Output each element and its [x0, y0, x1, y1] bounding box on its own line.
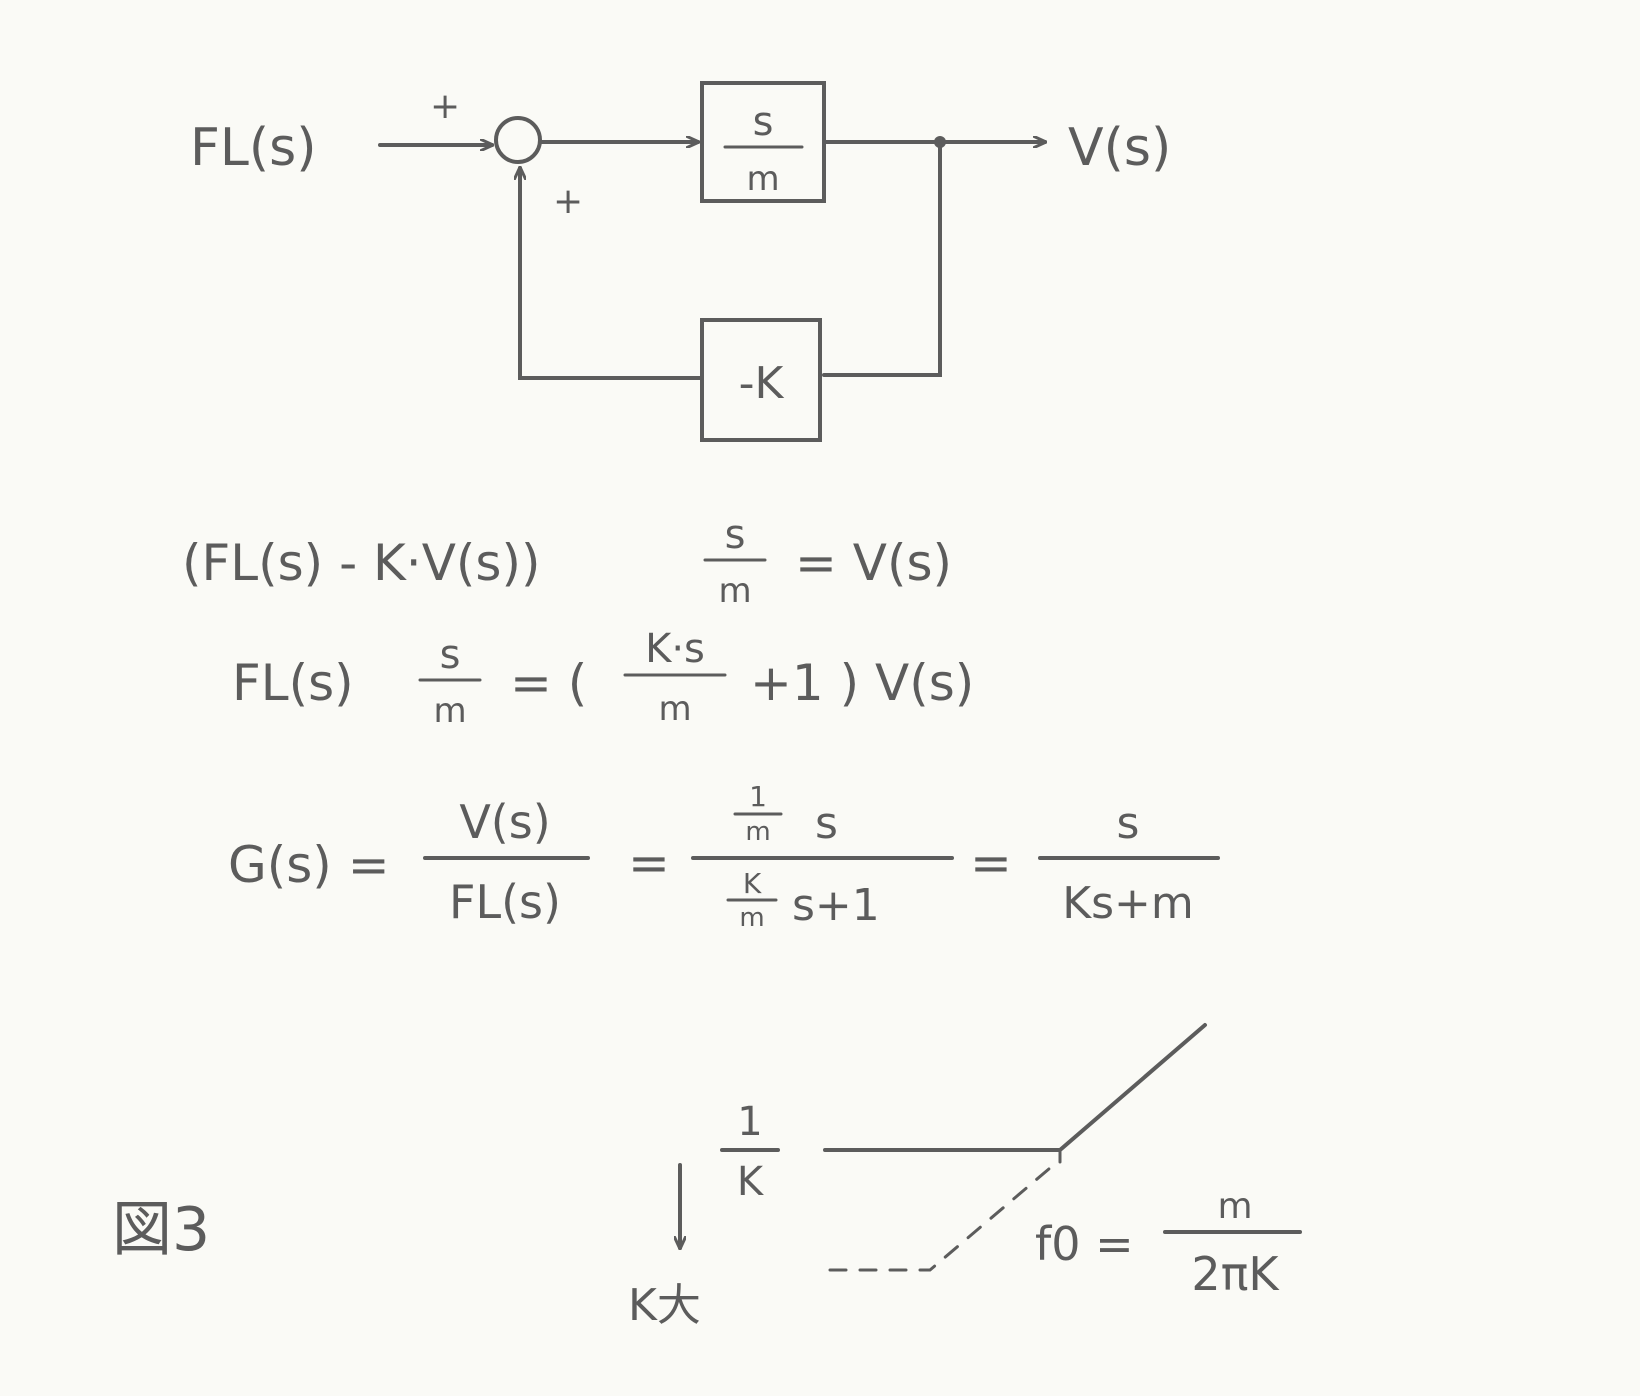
feedback-path-right — [822, 140, 942, 377]
eq1-right: = V(s) — [795, 534, 952, 592]
bode-solid-line — [823, 1023, 1207, 1152]
forward-block-denominator: m — [746, 159, 779, 199]
eq3-frac3-num: s — [1117, 798, 1140, 849]
gain-denominator: K — [737, 1159, 765, 1205]
eq2-left: FL(s) — [232, 654, 354, 712]
eq2-frac1-den: m — [433, 691, 466, 731]
eq1-left: (FL(s) - K·V(s)) — [182, 534, 540, 592]
eq3-frac1-num: V(s) — [459, 795, 550, 849]
eq3-f2-num-small-den: m — [745, 817, 770, 847]
summing-junction — [494, 116, 542, 164]
plus-bottom: + — [553, 181, 583, 222]
eq2-right: +1 ) V(s) — [750, 654, 974, 712]
eq2-frac2-den: m — [658, 689, 691, 729]
eq2-frac1-num: s — [440, 632, 461, 678]
f0-denominator: 2πK — [1191, 1247, 1280, 1301]
feedback-block-label: -K — [739, 358, 785, 409]
forward-block-numerator: s — [753, 99, 774, 145]
eq3-f2-den-tail: s+1 — [792, 880, 880, 931]
output-label: V(s) — [1068, 118, 1171, 178]
input-label: FL(s) — [190, 118, 317, 178]
eq3-equals-a: = — [628, 834, 670, 892]
eq3-frac3-den: Ks+m — [1062, 878, 1194, 929]
feedback-path-left — [520, 166, 704, 380]
figure-label: 図3 — [112, 1195, 210, 1265]
f0-numerator: m — [1217, 1186, 1252, 1227]
eq2-mid: = ( — [510, 654, 587, 712]
bode-dashed-line — [828, 1166, 1052, 1272]
eq3-left: G(s) = — [228, 836, 390, 894]
eq3-frac1-den: FL(s) — [449, 875, 561, 929]
eq1-frac-num: s — [725, 512, 746, 558]
eq3-f2-num-small-num: 1 — [749, 780, 767, 813]
gain-numerator: 1 — [737, 1099, 762, 1145]
eq3-equals-b: = — [970, 834, 1012, 892]
eq3-f2-den-small-den: m — [739, 903, 764, 933]
eq1-frac-den: m — [718, 571, 751, 611]
plus-top: + — [430, 86, 460, 127]
f0-lhs: f0 = — [1035, 1217, 1134, 1271]
arrow-caption: K大 — [628, 1280, 701, 1331]
eq3-f2-den-small-num: K — [743, 867, 762, 900]
eq2-frac2-num: K·s — [645, 626, 705, 672]
eq3-f2-num-tail: s — [815, 798, 838, 849]
